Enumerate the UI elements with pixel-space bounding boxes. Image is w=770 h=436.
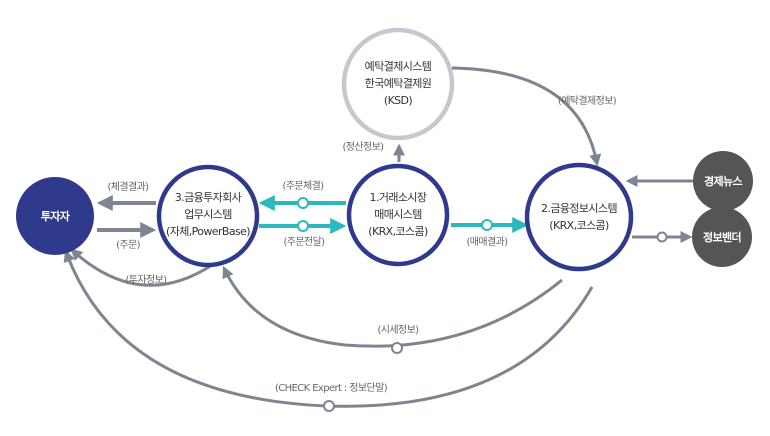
broker-label-line-3: (자체,PowerBase) — [166, 225, 250, 238]
trading-result-node-dot — [481, 219, 493, 231]
trading-result-label: (매매결과) — [466, 236, 508, 248]
vendor-node: 정보밴더 — [692, 207, 752, 267]
trade-result-label: (체결결과) — [107, 181, 149, 193]
broker-label-line-1: 3.금융투자회사 — [175, 191, 242, 204]
investor-node: 투자자 — [16, 177, 94, 255]
investor-label: 투자자 — [41, 209, 71, 223]
exchange-node: 1.거래소시장 매매시스템 (KRX,코스콤) — [346, 163, 450, 267]
market-info-arrow — [222, 265, 563, 348]
order-relay-node-dot — [297, 220, 309, 232]
invest-info-arrow — [70, 248, 213, 287]
settlement-info-label: (정산정보) — [342, 141, 384, 153]
deposit-info-arrow — [451, 66, 602, 167]
info-label-line-1: 2.금융정보시스템 — [541, 202, 617, 215]
vendor-label: 정보밴더 — [703, 230, 741, 244]
broker-node: 3.금융투자회사 업무시스템 (자체,PowerBase) — [156, 164, 260, 268]
order-relay-label: (주문전달) — [283, 236, 325, 248]
vendor-node-dot — [656, 231, 668, 243]
invest-info-label: (투자정보) — [125, 274, 167, 286]
deposit-info-label: (예탁결제정보) — [558, 95, 617, 107]
ksd-label-line-2: 한국예탁결제원 — [365, 77, 432, 90]
market-info-label: (시세정보) — [377, 324, 419, 336]
exchange-label-line-3: (KRX,코스콤) — [368, 225, 428, 238]
order-label: (주문) — [116, 239, 141, 251]
ksd-label-line-1: 예탁결제시스템 — [365, 60, 432, 73]
econ-news-label: 경제뉴스 — [704, 174, 743, 188]
ksd-label-line-3: (KSD) — [384, 94, 413, 107]
order-fill-node-dot — [297, 197, 309, 209]
info-system-node: 2.금융정보시스템 (KRX,코스콤) — [524, 162, 634, 272]
broker-label-line-2: 업무시스템 — [184, 208, 232, 221]
check-expert-label: (CHECK Expert : 정보단말) — [275, 382, 388, 394]
ksd-node: 예탁결제시스템 한국예탁결제원 (KSD) — [341, 27, 455, 141]
market-info-node-dot — [391, 342, 403, 354]
order-fill-label: (주문체결) — [282, 180, 324, 192]
info-label-line-2: (KRX,코스콤) — [549, 219, 609, 232]
check-expert-node-dot — [323, 400, 335, 412]
exchange-label-line-1: 1.거래소시장 — [370, 191, 427, 204]
econ-news-node: 경제뉴스 — [693, 151, 753, 211]
exchange-label-line-2: 매매시스템 — [374, 208, 422, 221]
